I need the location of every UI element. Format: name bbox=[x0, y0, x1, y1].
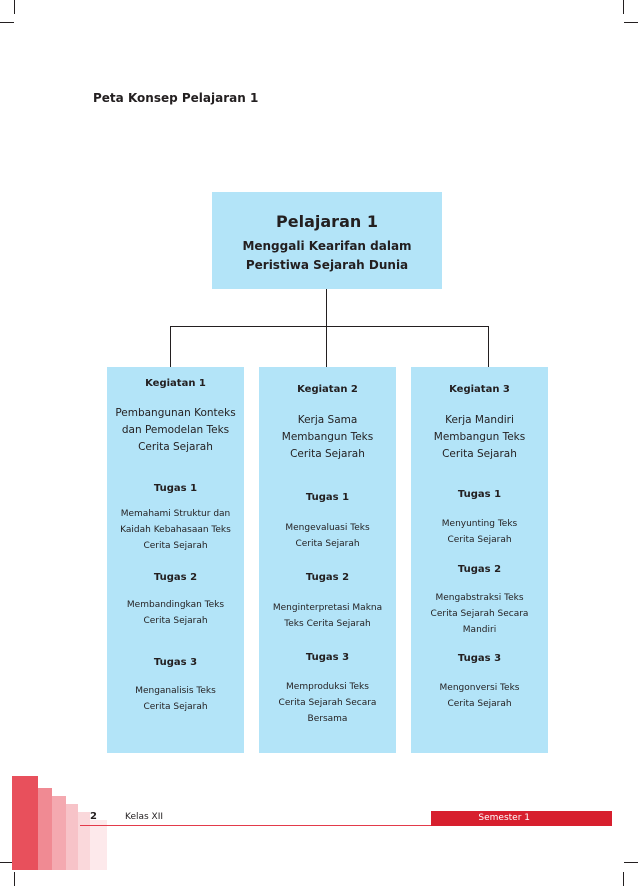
tugas-description: Mengonversi Teks Cerita Sejarah bbox=[439, 683, 520, 709]
connector-horizontal bbox=[170, 326, 489, 327]
kegiatan-3-label: Kegiatan 3 bbox=[449, 384, 510, 395]
tugas-label: Tugas 2 bbox=[153, 572, 198, 583]
page-number: 2 bbox=[90, 811, 97, 822]
crop-mark bbox=[624, 862, 638, 863]
lesson-subtitle: Menggali Kearifan dalam Peristiwa Sejara… bbox=[242, 239, 412, 272]
class-label: Kelas XII bbox=[125, 812, 164, 822]
tugas-description: Menginterpretasi Makna Teks Cerita Sejar… bbox=[272, 603, 383, 629]
kegiatan-2-description: Kerja Sama Membangun Teks Cerita Sejarah bbox=[281, 414, 374, 460]
footer-rule bbox=[80, 825, 612, 826]
crop-mark bbox=[0, 862, 14, 863]
connector-trunk bbox=[326, 289, 327, 327]
decorative-bar bbox=[38, 788, 52, 870]
tugas-label: Tugas 1 bbox=[305, 492, 350, 503]
tugas-label: Tugas 1 bbox=[457, 489, 502, 500]
kegiatan-1-description: Pembangunan Konteks dan Pemodelan Teks C… bbox=[115, 407, 236, 453]
tugas-label: Tugas 2 bbox=[457, 564, 502, 575]
tugas-label: Tugas 3 bbox=[305, 652, 350, 663]
decorative-bar bbox=[90, 820, 107, 870]
kegiatan-3-box: Kegiatan 3 Kerja Mandiri Membangun Teks … bbox=[411, 367, 548, 753]
decorative-bar bbox=[12, 776, 38, 870]
crop-mark bbox=[14, 872, 15, 886]
tugas-description: Menyunting Teks Cerita Sejarah bbox=[441, 519, 518, 545]
crop-mark bbox=[623, 872, 624, 886]
tugas-description: Mengabstraksi Teks Cerita Sejarah Secara… bbox=[430, 593, 529, 635]
connector-middle bbox=[326, 326, 327, 367]
crop-mark bbox=[0, 22, 14, 23]
decorative-bar bbox=[78, 812, 90, 870]
crop-mark bbox=[624, 22, 638, 23]
decorative-bar bbox=[52, 796, 66, 870]
lesson-title: Pelajaran 1 bbox=[276, 212, 378, 231]
decorative-bars bbox=[12, 776, 107, 870]
connector-left bbox=[170, 326, 171, 367]
crop-mark bbox=[623, 0, 624, 14]
tugas-description: Memproduksi Teks Cerita Sejarah Secara B… bbox=[278, 682, 377, 724]
tugas-description: Menganalisis Teks Cerita Sejarah bbox=[135, 686, 216, 712]
tugas-description: Mengevaluasi Teks Cerita Sejarah bbox=[285, 523, 370, 549]
semester-badge: Semester 1 bbox=[431, 811, 612, 826]
tugas-label: Tugas 3 bbox=[457, 653, 502, 664]
tugas-description: Membandingkan Teks Cerita Sejarah bbox=[126, 600, 225, 626]
kegiatan-2-box: Kegiatan 2 Kerja Sama Membangun Teks Cer… bbox=[259, 367, 396, 753]
crop-mark bbox=[14, 0, 15, 14]
tugas-label: Tugas 1 bbox=[153, 483, 198, 494]
decorative-bar bbox=[66, 804, 78, 870]
lesson-box: Pelajaran 1 Menggali Kearifan dalam Peri… bbox=[212, 192, 442, 289]
kegiatan-1-label: Kegiatan 1 bbox=[145, 378, 206, 389]
tugas-label: Tugas 3 bbox=[153, 657, 198, 668]
kegiatan-2-label: Kegiatan 2 bbox=[297, 384, 358, 395]
tugas-label: Tugas 2 bbox=[305, 572, 350, 583]
tugas-description: Memahami Struktur dan Kaidah Kebahasaan … bbox=[120, 509, 231, 551]
page-heading: Peta Konsep Pelajaran 1 bbox=[93, 91, 259, 105]
kegiatan-3-description: Kerja Mandiri Membangun Teks Cerita Seja… bbox=[433, 414, 526, 460]
kegiatan-1-box: Kegiatan 1 Pembangunan Konteks dan Pemod… bbox=[107, 367, 244, 753]
connector-right bbox=[488, 326, 489, 367]
